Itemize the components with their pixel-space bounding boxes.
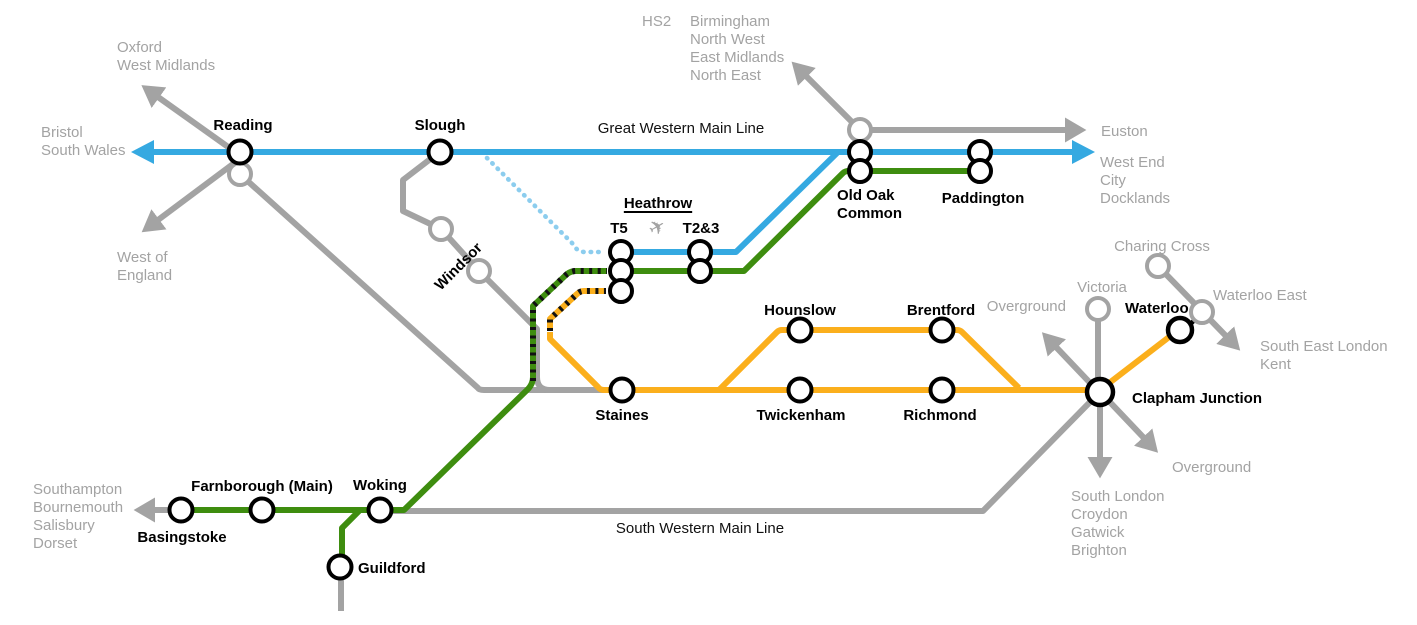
line-western-link-proposed (484, 155, 607, 255)
line-hs2-arrow (791, 61, 859, 129)
arrowhead-euston-blue (1072, 140, 1095, 164)
station-circle-windsor-lower (466, 258, 492, 284)
station-circle-charing-cross (1145, 253, 1171, 279)
line-green-proposed-hatching (530, 268, 607, 381)
station-label-hounslow: Hounslow (764, 302, 836, 319)
line-orange-proposed-base (547, 288, 606, 330)
station-label-t5: T5 (610, 220, 628, 237)
line-west-of-england-arrow (141, 158, 239, 233)
station-label-waterloo: Waterloo (1125, 300, 1189, 317)
station-circle-waterloo (1165, 315, 1195, 345)
station-circle-brentford (928, 316, 956, 344)
arrowhead-bristol (131, 140, 154, 164)
destination-label-southampton-bournemouth-salisbury-dorset: Southampton Bournemouth Salisbury Dorset (33, 481, 124, 552)
station-label-t2-3: T2&3 (682, 220, 720, 237)
station-label-basingstoke: Basingstoke (137, 529, 227, 546)
destination-label-oxford-west-midlands: Oxford West Midlands (117, 39, 216, 74)
station-circle-woking (366, 496, 394, 524)
line-label-great-western-main-line: Great Western Main Line (597, 120, 765, 137)
station-circle-twickenham (786, 376, 814, 404)
station-circle-richmond (928, 376, 956, 404)
station-label-richmond: Richmond (903, 407, 977, 424)
destination-label-euston: Euston (1101, 123, 1148, 140)
line-label-hs2: HS2 (642, 13, 672, 30)
station-circle-paddington-green (967, 158, 993, 184)
line-charing-cross-kent-arrow (1155, 263, 1241, 351)
station-circle-reading-gray (227, 161, 253, 187)
line-south-western-main (383, 395, 1097, 514)
line-green-guildford-branch (339, 508, 362, 556)
destination-label-overground-nw: Overground (986, 298, 1066, 315)
line-label-south-western-main-line: South Western Main Line (615, 520, 785, 537)
station-label-old-oak-common: Old Oak Common (837, 187, 902, 222)
line-orange-clapham-waterloo (1102, 331, 1175, 390)
destination-label-waterloo-east: Waterloo East (1213, 287, 1307, 304)
station-circle-slough (426, 138, 454, 166)
line-oxford-arrow (141, 85, 240, 157)
station-label-clapham-junction: Clapham Junction (1132, 390, 1263, 407)
destination-label-west-of-england: West of England (117, 249, 173, 284)
station-circle-farnborough (248, 496, 276, 524)
station-circle-t23-green (687, 258, 713, 284)
station-circle-t5-orange (608, 278, 634, 304)
station-circle-hounslow (786, 316, 814, 344)
station-label-guildford: Guildford (358, 560, 426, 577)
destination-label-bristol-south-wales: Bristol South Wales (41, 124, 126, 159)
line-orange-proposed-hatching (547, 288, 606, 331)
station-circle-victoria (1085, 296, 1111, 322)
station-circle-guildford (326, 553, 354, 581)
destination-label-charing-cross: Charing Cross (1114, 238, 1210, 255)
destination-label-south-london-croydon-gatwick-brighton: South London Croydon Gatwick Brighton (1071, 488, 1165, 559)
station-label-staines: Staines (595, 407, 649, 424)
area-label-heathrow: Heathrow (623, 195, 693, 212)
station-label-reading: Reading (213, 117, 273, 134)
station-circle-old-oak-common-gray (847, 117, 873, 143)
line-windsor-branch (400, 154, 551, 393)
destination-label-victoria: Victoria (1077, 279, 1127, 296)
station-circle-windsor-upper (428, 216, 454, 242)
station-circle-old-oak-common-green (847, 158, 873, 184)
destination-label-overground-se: Overground (1172, 459, 1252, 476)
station-circle-clapham-junction (1084, 376, 1116, 408)
station-label-slough: Slough (414, 117, 466, 134)
station-circle-waterloo-east (1189, 299, 1215, 325)
line-orange-staines-link (547, 332, 611, 393)
station-circle-basingstoke (167, 496, 195, 524)
station-label-twickenham: Twickenham (756, 407, 846, 424)
line-overground-nw-arrow (1041, 332, 1097, 390)
station-label-paddington: Paddington (941, 190, 1025, 207)
line-heathrow-express-branch (621, 150, 840, 255)
destination-label-hs2-destinations: Birmingham North West East Midlands Nort… (690, 13, 785, 84)
station-label-farnborough-main: Farnborough (Main) (191, 478, 333, 495)
station-circle-staines (608, 376, 636, 404)
station-label-brentford: Brentford (906, 302, 976, 319)
destination-label-west-end-city-docklands: West End City Docklands (1100, 154, 1171, 207)
station-label-woking: Woking (353, 477, 407, 494)
destination-label-south-east-london-kent: South East London Kent (1260, 338, 1388, 373)
station-circle-reading (226, 138, 254, 166)
line-orange-hounslow-loop (716, 327, 1022, 393)
line-reading-staines (239, 173, 606, 393)
line-overground-se-arrow (1103, 395, 1159, 453)
